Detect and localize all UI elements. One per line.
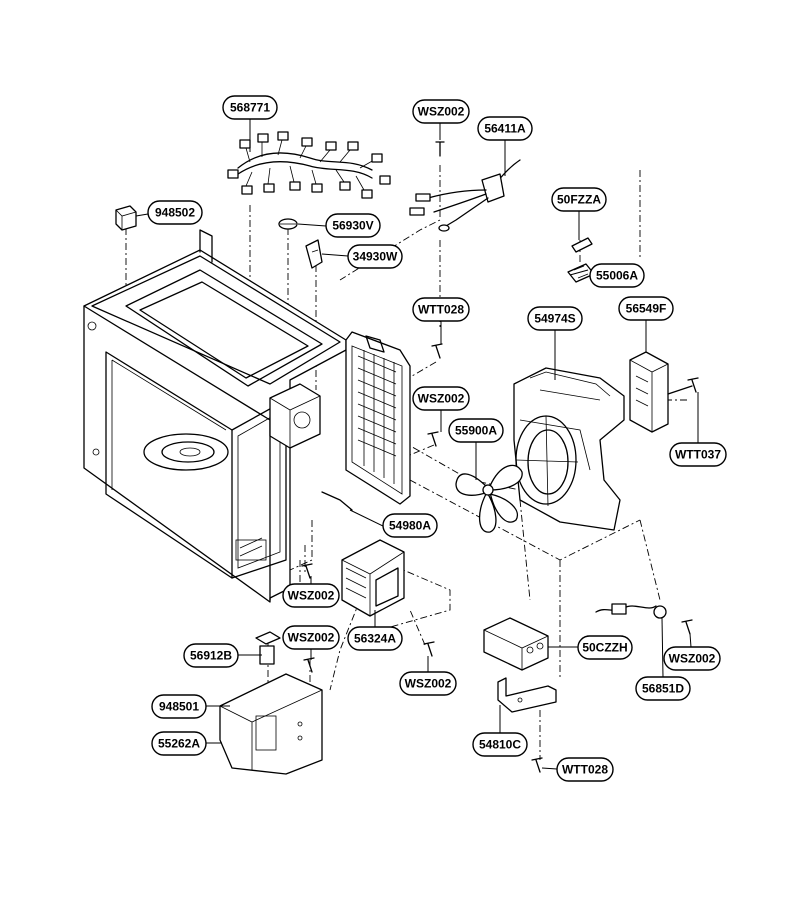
callout-54980a: 54980A [382,513,438,538]
callout-wtt028-a: WTT028 [412,297,470,322]
callout-56549f: 56549F [618,296,674,321]
callout-label: 54974S [534,312,575,326]
magnetron-assembly [219,631,323,775]
callout-label: WSZ002 [418,392,465,406]
callout-label: WTT028 [562,763,608,777]
callout-wtt028-b: WTT028 [556,757,614,782]
high-voltage-transformer [341,539,405,617]
callout-label: 948502 [155,206,195,220]
fuse-50FZZA [571,237,593,253]
callout-label: WSZ002 [288,589,335,603]
capacitor-bracket [497,677,557,713]
callout-948501: 948501 [151,694,207,719]
screw-top [435,141,445,157]
part-callouts: 568771 WSZ002 56411A 948502 50FZZA 56930… [147,95,727,782]
callout-wsz002-e: WSZ002 [399,671,457,696]
callout-label: WSZ002 [669,652,716,666]
thermostat-56930V [278,218,298,230]
callout-label: 55006A [596,269,638,283]
leader-lines [135,119,699,770]
callout-wsz002-f: WSZ002 [663,646,721,671]
thermal-fuse-block [115,205,137,231]
callout-label: 50CZZH [582,641,627,655]
callout-label: WTT037 [675,448,721,462]
callout-wsz002-a: WSZ002 [412,99,470,124]
perforated-side-panel [345,331,411,505]
callout-label: WTT028 [418,303,464,317]
callout-wsz002-b: WSZ002 [412,386,470,411]
oven-cavity-frame [83,229,347,603]
callout-label: 56851D [642,682,684,696]
callout-label: 34930W [353,250,398,264]
callout-label: 50FZZA [557,193,601,207]
callout-label: 948501 [159,700,199,714]
callout-label: 56912B [190,649,232,663]
timer-motor [269,383,321,449]
callout-label: 56411A [484,122,526,136]
callout-wtt037: WTT037 [669,442,727,467]
callout-50czzh: 50CZZH [577,635,633,660]
callout-56324a: 56324A [347,626,403,651]
callout-568771: 568771 [222,95,278,120]
callout-label: 54810C [479,738,521,752]
callout-wsz002-c: WSZ002 [282,583,340,608]
callout-label: WSZ002 [405,677,452,691]
callout-label: 56324A [354,632,396,646]
callout-label: 54980A [389,519,431,533]
callout-label: WSZ002 [418,105,465,119]
callout-label: 56549F [626,302,667,316]
callout-label: 568771 [230,101,270,115]
fan-bracket [513,367,625,531]
callout-label: 56930V [332,219,373,233]
callout-55262a: 55262A [151,731,207,756]
callout-label: 55900A [455,424,497,438]
switch-34930W [305,239,323,269]
power-cord-assembly [409,159,521,232]
callout-label: 55262A [158,737,200,751]
callout-55006a: 55006A [589,263,645,288]
callout-948502: 948502 [147,200,203,225]
capacitor [483,617,549,671]
callout-55900a: 55900A [448,418,504,443]
callout-50fzza: 50FZZA [551,187,607,212]
callout-54810c: 54810C [472,732,528,757]
callout-56912b: 56912B [183,643,239,668]
diode [595,603,667,619]
callout-56411a: 56411A [477,116,533,141]
screws [301,343,699,773]
callout-wsz002-d: WSZ002 [282,625,340,650]
fan-blade [455,464,523,533]
fan-motor [629,351,693,433]
wire-harness [227,131,391,199]
callout-56851d: 56851D [635,676,691,701]
callout-34930w: 34930W [347,244,403,269]
callout-56930v: 56930V [325,213,381,238]
callout-label: WSZ002 [288,631,335,645]
callout-54974s: 54974S [527,306,583,331]
